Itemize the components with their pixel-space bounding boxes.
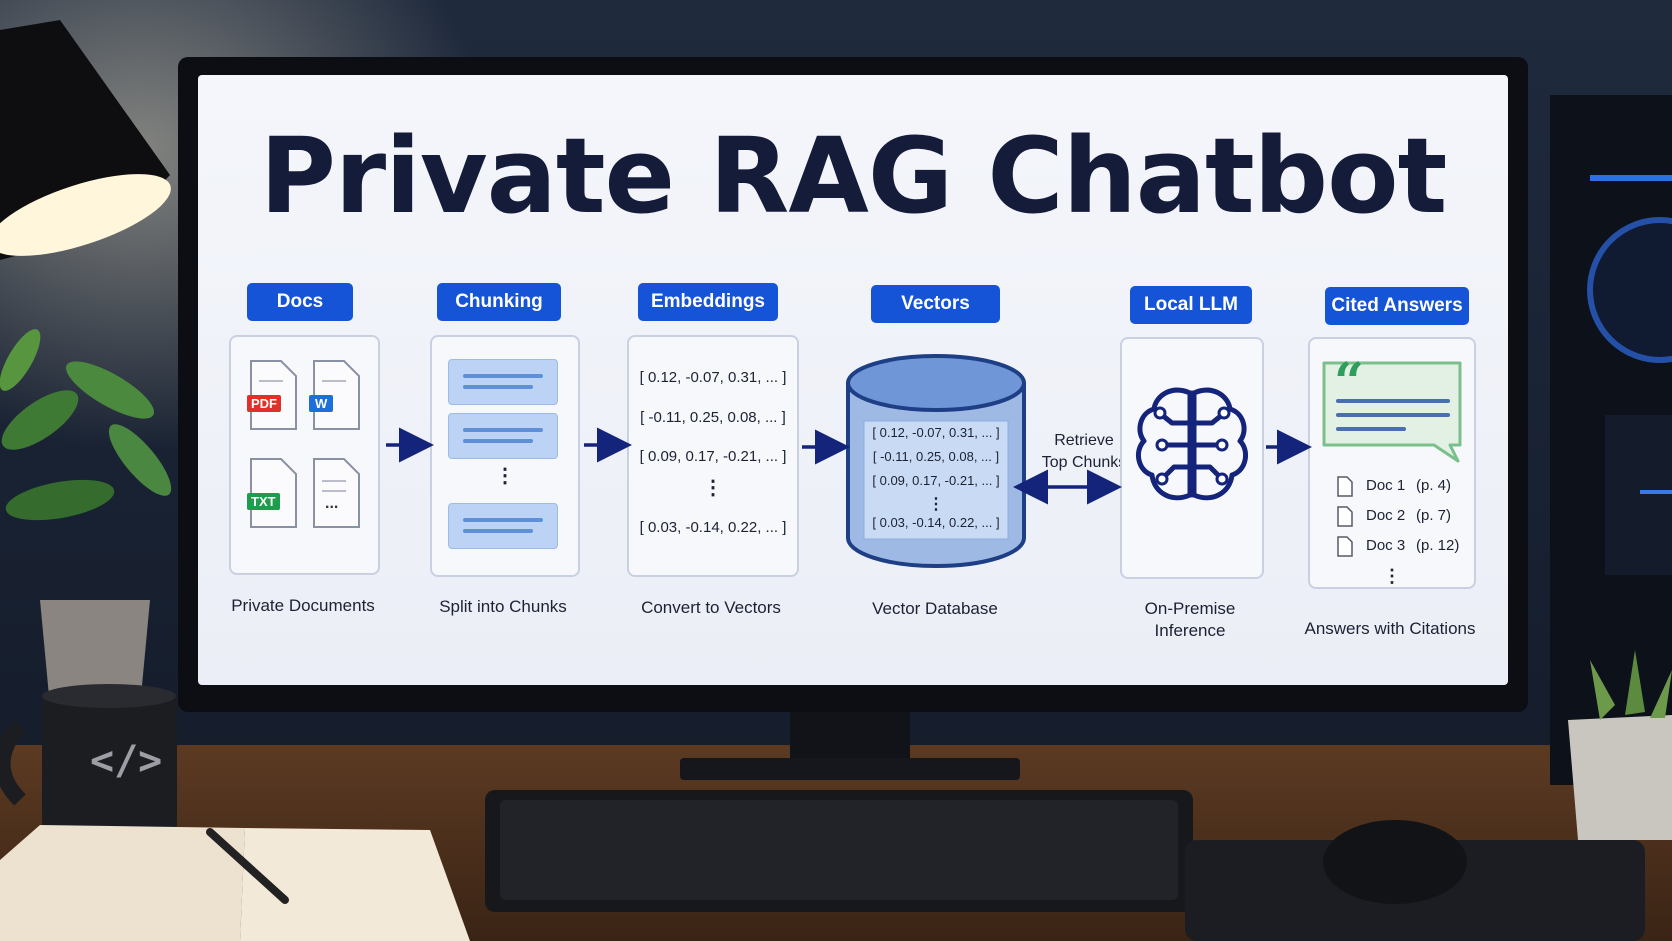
cited-answers-caption: Answers with Citations	[1304, 619, 1476, 638]
desk-lamp	[0, 20, 171, 260]
citation-page-1: (p. 4)	[1416, 477, 1452, 494]
vector-db-entries: [ 0.12, -0.07, 0.31, ... ] [ -0.11, 0.25…	[864, 421, 1008, 539]
db-vector-row: [ 0.03, -0.14, 0.22, ... ]	[872, 515, 1000, 530]
flow-arrows	[386, 427, 1312, 505]
notebook	[0, 825, 470, 941]
coffee-mug	[0, 684, 177, 832]
chunking-caption: Split into Chunks	[439, 597, 567, 616]
monitor-screen: Private RAG Chatbot Docs Chunking Embedd…	[198, 75, 1508, 685]
txt-badge: TXT	[247, 493, 280, 510]
embedding-row: [ 0.12, -0.07, 0.31, ... ]	[639, 369, 787, 386]
embedding-row: [ 0.03, -0.14, 0.22, ... ]	[639, 519, 787, 536]
retrieve-label-line2: Top Chunks	[1041, 454, 1127, 471]
cited-answers-card: “ Doc 1 (p. 4) Doc 2 (p. 7) Doc 3 (p. 12…	[1308, 337, 1476, 589]
vectors-caption: Vector Database	[872, 599, 998, 618]
mug-symbol: </>	[90, 738, 163, 784]
retrieve-label: Retrieve Top Chunks	[1024, 430, 1144, 474]
chunking-card: ⋮	[430, 335, 580, 577]
chunk-block	[448, 413, 558, 459]
chunk-block	[448, 503, 558, 549]
local-llm-caption-line1: On-Premise	[1144, 599, 1236, 618]
citation-ellipsis: ⋮	[1383, 566, 1401, 586]
citation-doc-1: Doc 1	[1366, 477, 1406, 494]
stage-label-cited-answers: Cited Answers	[1325, 287, 1469, 325]
pdf-badge: PDF	[247, 395, 281, 412]
db-ellipsis: ⋮	[928, 496, 944, 513]
stage-label-chunking: Chunking	[437, 283, 561, 321]
mouse	[1185, 820, 1645, 941]
citation-page-2: (p. 7)	[1416, 507, 1452, 524]
embeddings-caption: Convert to Vectors	[641, 598, 781, 617]
chunk-block	[448, 359, 558, 405]
stage-label-vectors: Vectors	[871, 285, 1000, 323]
potted-plant-right	[1568, 650, 1672, 840]
page-title: Private RAG Chatbot	[259, 115, 1448, 237]
citation-doc-icons	[1337, 476, 1353, 557]
more-docs-icon: ...	[325, 495, 339, 512]
db-vector-row: [ -0.11, 0.25, 0.08, ... ]	[872, 449, 1000, 464]
docs-card: PDF W TXT ...	[229, 335, 380, 575]
retrieve-label-line1: Retrieve	[1054, 432, 1114, 449]
embedding-row: [ -0.11, 0.25, 0.08, ... ]	[640, 409, 786, 426]
local-llm-caption-line2: Inference	[1154, 621, 1226, 640]
local-llm-card	[1120, 337, 1264, 579]
speech-bubble-icon	[1322, 361, 1462, 463]
embedding-row: [ 0.09, 0.17, -0.21, ... ]	[639, 448, 787, 465]
citation-doc-3: Doc 3	[1366, 537, 1406, 554]
brain-circuit-icon	[1135, 387, 1249, 501]
citation-page-3: (p. 12)	[1416, 537, 1460, 554]
citation-doc-2: Doc 2	[1366, 507, 1406, 524]
embeddings-card: [ 0.12, -0.07, 0.31, ... ] [ -0.11, 0.25…	[627, 335, 799, 577]
stage-label-embeddings: Embeddings	[638, 283, 778, 321]
word-badge: W	[309, 395, 334, 412]
database-cylinder-icon	[846, 354, 1026, 568]
stage-label-local-llm: Local LLM	[1130, 286, 1252, 324]
local-llm-caption: On-Premise Inference	[1105, 598, 1275, 642]
pc-tower	[1550, 95, 1672, 785]
db-vector-row: [ 0.12, -0.07, 0.31, ... ]	[872, 425, 1000, 440]
docs-caption: Private Documents	[231, 596, 375, 615]
quote-icon: “	[1334, 352, 1364, 413]
db-vector-row: [ 0.09, 0.17, -0.21, ... ]	[872, 473, 1000, 488]
stage-label-docs: Docs	[247, 283, 353, 321]
keyboard	[485, 790, 1193, 912]
